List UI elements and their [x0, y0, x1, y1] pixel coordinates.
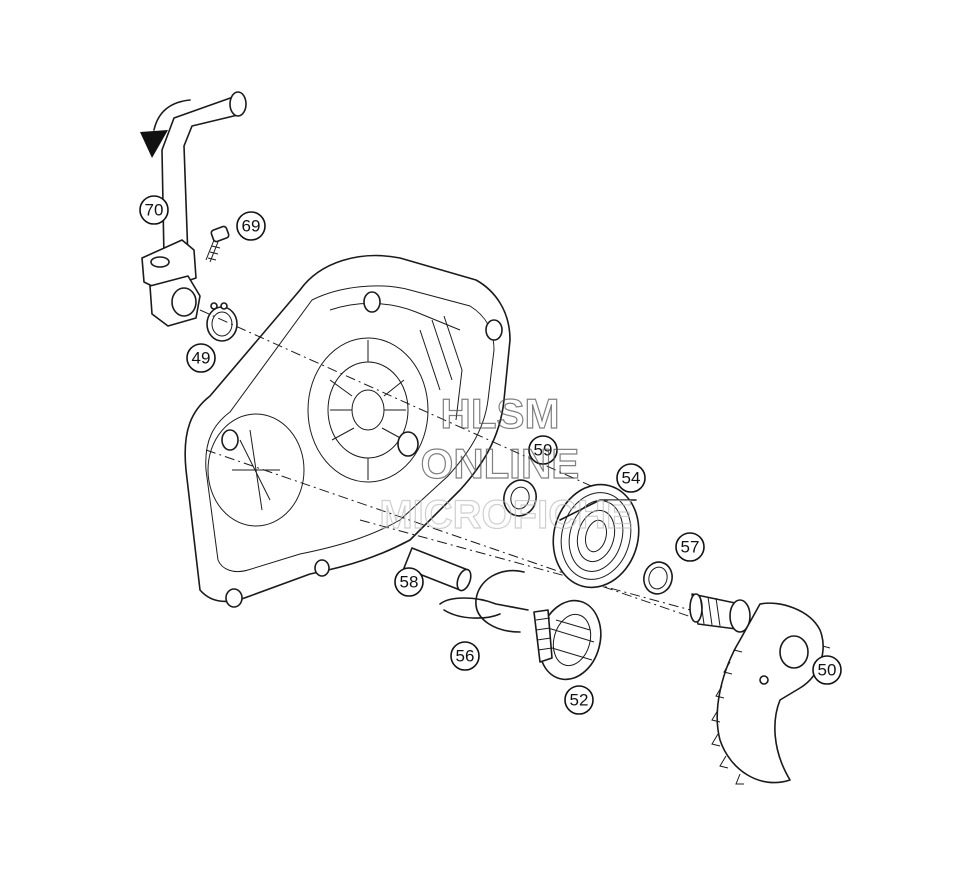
kick-shaft — [689, 593, 824, 785]
callout-54: 54 — [616, 463, 646, 493]
rotation-arrow — [140, 99, 191, 158]
pin — [403, 547, 472, 592]
callout-label-54: 54 — [622, 469, 641, 488]
callout-label-59: 59 — [534, 441, 553, 460]
spring-clip — [439, 569, 529, 633]
washer — [503, 479, 537, 517]
watermark-line-2: ONLINE — [421, 440, 580, 487]
drive-gear — [533, 599, 602, 681]
callout-label-50: 50 — [818, 661, 837, 680]
kick-lever — [141, 91, 247, 327]
callout-59: 59 — [528, 435, 558, 465]
callout-label-56: 56 — [456, 647, 475, 666]
circlip — [206, 302, 238, 342]
callout-49: 49 — [186, 343, 216, 373]
callout-label-58: 58 — [400, 573, 419, 592]
watermark: HLSM ONLINE MICROFICHE — [379, 389, 634, 537]
crankcase-cover — [184, 254, 511, 608]
coil-spring — [552, 483, 640, 589]
callout-70: 70 — [139, 195, 169, 225]
bolt — [205, 225, 230, 263]
callout-56: 56 — [450, 641, 480, 671]
callout-label-57: 57 — [681, 538, 700, 557]
callout-label-70: 70 — [145, 201, 164, 220]
callout-50: 50 — [812, 655, 842, 685]
callout-57: 57 — [675, 532, 705, 562]
callout-52: 52 — [564, 685, 594, 715]
o-ring — [643, 561, 673, 595]
callout-69: 69 — [236, 211, 266, 241]
callout-58: 58 — [394, 567, 424, 597]
callout-label-49: 49 — [192, 349, 211, 368]
callout-label-52: 52 — [570, 691, 589, 710]
callout-label-69: 69 — [242, 217, 261, 236]
watermark-line-3: MICROFICHE — [379, 493, 632, 537]
watermark-line-1: HLSM — [441, 390, 560, 437]
